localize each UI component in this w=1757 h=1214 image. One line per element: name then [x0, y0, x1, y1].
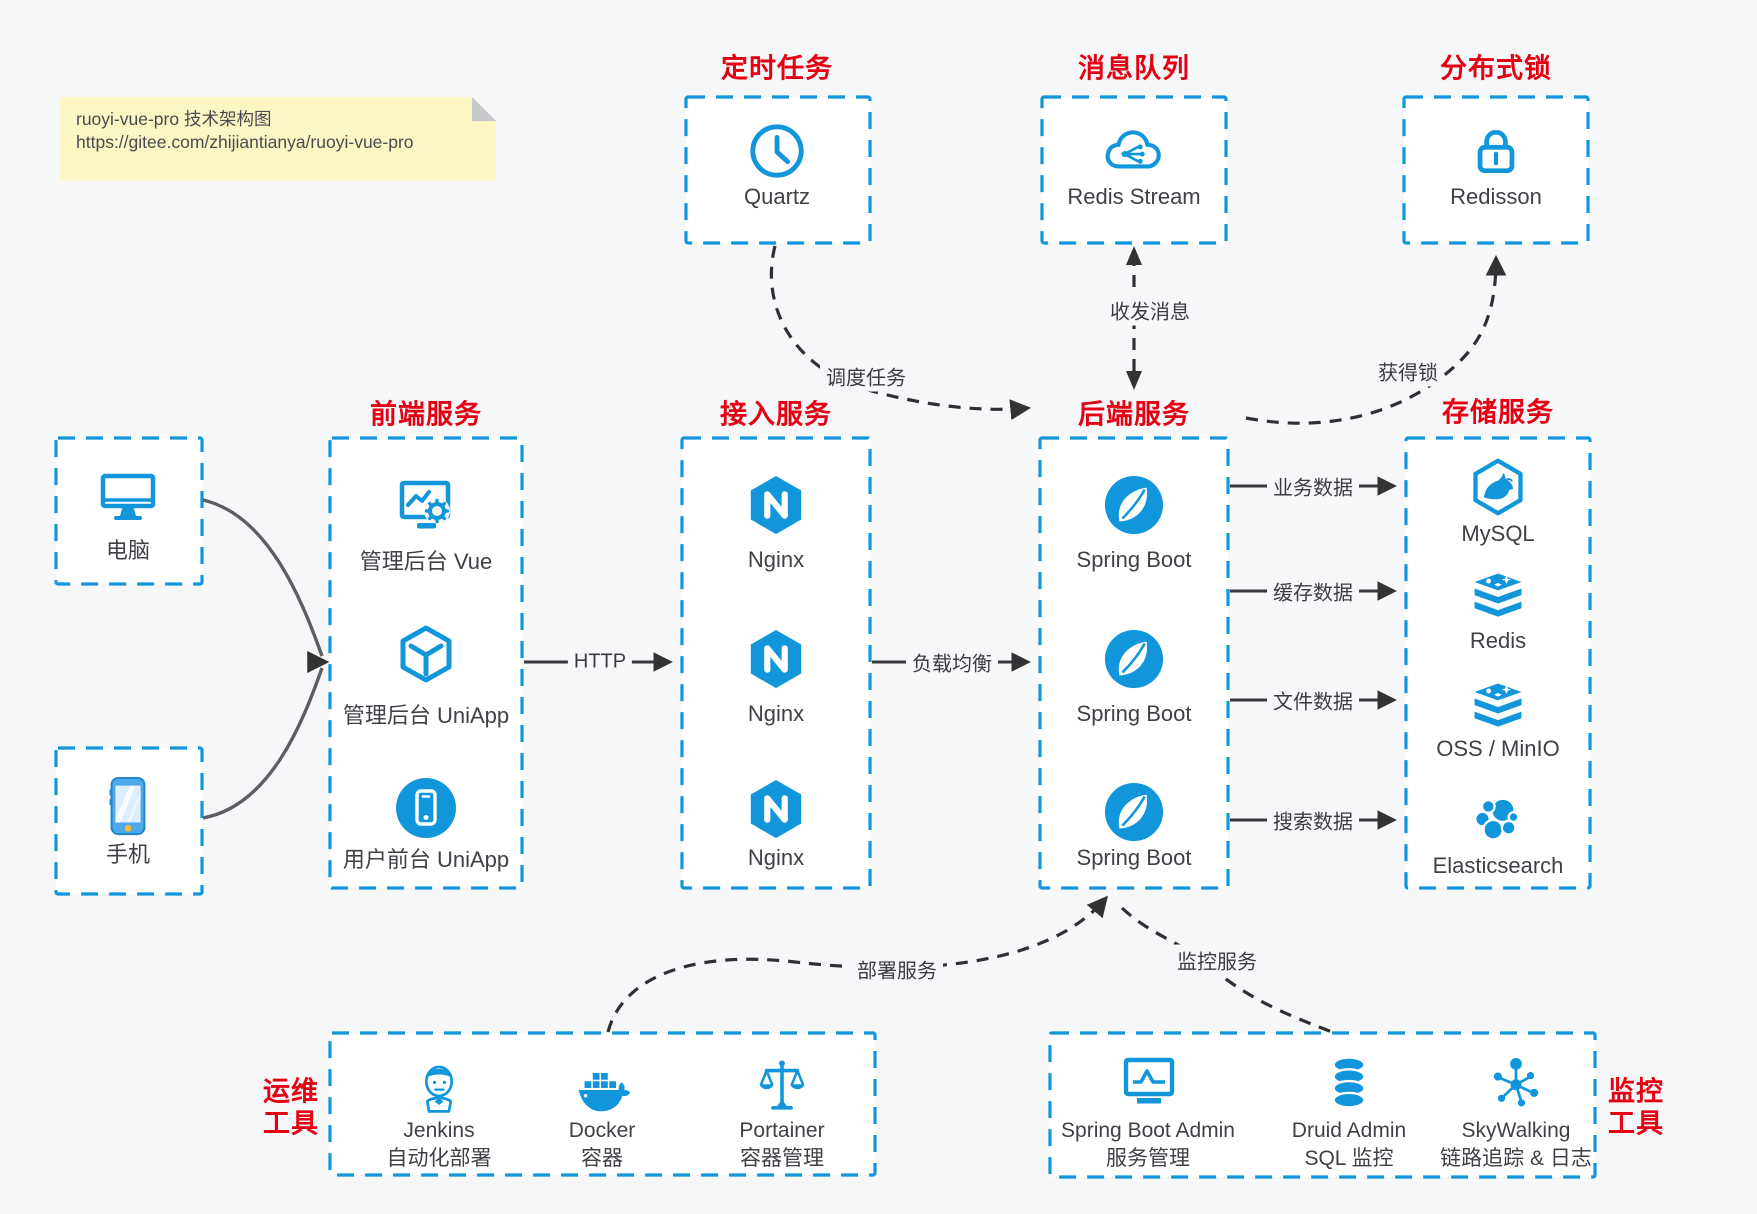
redis-stack-icon	[1468, 568, 1528, 624]
label-nginx-3: Nginx	[747, 845, 805, 870]
sticky-note-text: ruoyi-vue-pro 技术架构图 https://gitee.com/zh…	[76, 108, 414, 154]
label-jenkins-desc: 自动化部署	[386, 1147, 492, 1170]
wire-computer-frontend	[202, 498, 324, 657]
box-storage	[1404, 436, 1592, 890]
mysql-icon	[1468, 457, 1528, 517]
clock-icon	[746, 120, 808, 182]
portainer-icon	[753, 1056, 811, 1116]
label-portainer: Portainer	[739, 1119, 825, 1142]
elasticsearch-icon	[1467, 790, 1529, 850]
skywalking-icon	[1487, 1052, 1545, 1112]
uniapp-cube-icon	[394, 623, 458, 687]
label-skywalking-desc: 链路追踪 & 日志	[1440, 1147, 1592, 1170]
label-admin-uniapp: 管理后台 UniApp	[342, 703, 510, 728]
title-message-queue: 消息队列	[1078, 53, 1190, 84]
wire-message-arrow-up	[1126, 246, 1142, 265]
title-backend: 后端服务	[1078, 399, 1190, 430]
admin-vue-icon	[393, 475, 459, 537]
label-nginx-2: Nginx	[747, 701, 805, 726]
wire-message-arrow-down	[1126, 371, 1142, 390]
note-line-1: ruoyi-vue-pro 技术架构图	[76, 109, 272, 129]
arrow-label-search-data: 搜索数据	[1267, 804, 1359, 836]
label-spring-boot-admin: Spring Boot Admin	[1061, 1119, 1235, 1142]
arrow-label-message: 收发消息	[1104, 294, 1196, 326]
druid-icon	[1320, 1052, 1378, 1112]
label-user-uniapp: 用户前台 UniApp	[342, 847, 510, 872]
wire-get-lock	[1245, 254, 1507, 425]
box-quartz	[684, 95, 872, 245]
arrow-label-load-balance: 负载均衡	[906, 646, 998, 678]
arrow-label-deploy: 部署服务	[851, 953, 943, 985]
title-ops-line2: 工具	[263, 1108, 319, 1139]
label-quartz: Quartz	[743, 184, 811, 209]
title-scheduled-task: 定时任务	[721, 53, 833, 84]
spring-boot-icon	[1103, 628, 1165, 690]
label-oss-minio: OSS / MinIO	[1436, 736, 1560, 761]
smartphone-icon	[97, 774, 159, 838]
label-jenkins: Jenkins	[403, 1119, 475, 1142]
oss-stack-icon	[1468, 678, 1528, 734]
sticky-note	[60, 97, 496, 181]
label-spring-boot-2: Spring Boot	[1076, 701, 1192, 726]
lock-icon	[1466, 121, 1526, 181]
title-frontend: 前端服务	[370, 399, 482, 430]
user-app-icon	[394, 776, 458, 840]
title-distributed-lock: 分布式锁	[1440, 53, 1552, 84]
arrow-label-monitor: 监控服务	[1171, 944, 1263, 976]
title-ops-line1: 运维	[263, 1076, 319, 1107]
label-admin-vue: 管理后台 Vue	[359, 549, 493, 574]
arrow-label-business-data: 业务数据	[1267, 470, 1359, 502]
label-spring-boot-admin-desc: 服务管理	[1106, 1147, 1190, 1170]
label-phone: 手机	[105, 842, 151, 867]
label-druid-admin: Druid Admin	[1291, 1119, 1407, 1142]
label-redis: Redis	[1469, 628, 1527, 653]
arrow-label-http: HTTP	[567, 649, 633, 675]
label-portainer-desc: 容器管理	[740, 1147, 824, 1170]
cloud-share-icon	[1101, 120, 1167, 182]
label-docker-desc: 容器	[581, 1147, 623, 1170]
jenkins-icon	[410, 1056, 468, 1116]
spring-boot-admin-icon	[1117, 1053, 1181, 1111]
label-redisson: Redisson	[1450, 184, 1542, 209]
box-redis-stream	[1040, 95, 1228, 245]
note-line-2: https://gitee.com/zhijiantianya/ruoyi-vu…	[76, 132, 414, 152]
label-docker: Docker	[568, 1119, 636, 1142]
title-access: 接入服务	[720, 399, 832, 430]
nginx-icon	[745, 628, 807, 690]
spring-boot-icon	[1103, 781, 1165, 843]
label-redis-stream: Redis Stream	[1067, 184, 1201, 209]
desktop-icon	[95, 467, 161, 527]
label-druid-admin-desc: SQL 监控	[1304, 1147, 1394, 1170]
docker-icon	[571, 1060, 633, 1116]
title-monitoring-line2: 工具	[1608, 1108, 1664, 1139]
label-spring-boot-3: Spring Boot	[1076, 845, 1192, 870]
arrow-label-cache-data: 缓存数据	[1267, 575, 1359, 607]
arrow-label-get-lock: 获得锁	[1372, 355, 1444, 387]
arrow-label-schedule: 调度任务	[820, 360, 912, 392]
wire-phone-frontend	[202, 667, 324, 820]
label-mysql: MySQL	[1461, 521, 1535, 546]
title-monitoring-line1: 监控	[1608, 1076, 1664, 1107]
label-elasticsearch: Elasticsearch	[1432, 853, 1564, 878]
label-skywalking: SkyWalking	[1461, 1119, 1571, 1142]
arrow-label-file-data: 文件数据	[1267, 684, 1359, 716]
title-storage: 存储服务	[1442, 397, 1554, 428]
label-spring-boot-1: Spring Boot	[1076, 547, 1192, 572]
nginx-icon	[745, 778, 807, 840]
spring-boot-icon	[1103, 474, 1165, 536]
nginx-icon	[745, 474, 807, 536]
box-monitoring-tools	[1048, 1031, 1597, 1179]
label-computer: 电脑	[105, 538, 151, 563]
label-nginx-1: Nginx	[747, 547, 805, 572]
